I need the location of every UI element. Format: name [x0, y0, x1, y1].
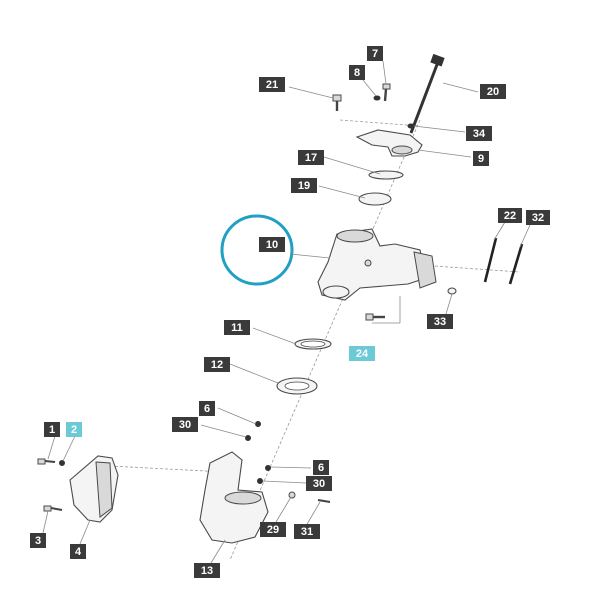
flange-axis [419, 264, 521, 273]
label-13: 13 [194, 563, 220, 578]
part-33-plug [447, 287, 457, 295]
label-4: 4 [70, 544, 86, 559]
label-10: 10 [259, 237, 285, 252]
part-30-pin-upper [245, 435, 251, 441]
part-7-bolt [382, 83, 391, 102]
label-9: 9 [473, 151, 489, 166]
svg-text:34: 34 [473, 128, 486, 140]
label-30-upper: 30 [172, 417, 198, 432]
part-2-washer [59, 460, 65, 466]
svg-text:31: 31 [301, 526, 313, 538]
label-6-upper: 6 [199, 401, 215, 416]
svg-text:12: 12 [211, 359, 223, 371]
label-24: 24 [349, 346, 375, 361]
svg-text:30: 30 [313, 478, 325, 490]
part-labels: 7 8 21 20 34 9 17 19 22 32 10 33 11 24 1… [30, 46, 550, 578]
svg-text:29: 29 [267, 524, 279, 536]
label-12: 12 [204, 357, 230, 372]
part-20-dipstick [409, 53, 445, 134]
svg-text:11: 11 [231, 322, 243, 334]
part-4-cover [69, 455, 119, 523]
svg-text:22: 22 [504, 210, 516, 222]
part-24-bolt [365, 313, 385, 321]
leader-lines [42, 60, 531, 564]
label-32: 32 [526, 210, 550, 225]
svg-text:6: 6 [318, 462, 324, 474]
part-29-nut [288, 491, 296, 499]
svg-text:17: 17 [305, 152, 317, 164]
label-2: 2 [66, 422, 82, 437]
svg-text:13: 13 [201, 565, 213, 577]
svg-text:7: 7 [372, 48, 378, 60]
part-32-gasket [508, 243, 524, 285]
svg-text:21: 21 [266, 79, 278, 91]
label-8: 8 [349, 65, 365, 80]
part-19-ring [358, 192, 392, 206]
label-29: 29 [260, 522, 286, 537]
part-1-screw [37, 458, 56, 465]
svg-text:4: 4 [75, 546, 82, 558]
part-21-bolt [332, 94, 342, 111]
cover-axis [109, 465, 226, 473]
label-19: 19 [291, 178, 317, 193]
svg-text:3: 3 [35, 535, 41, 547]
label-1: 1 [44, 422, 60, 437]
part-6-washer-upper [255, 421, 261, 427]
part-11-seal [294, 338, 332, 350]
part-10-housing [317, 228, 437, 301]
label-6-lower: 6 [313, 460, 329, 475]
svg-text:30: 30 [179, 419, 191, 431]
svg-text:2: 2 [71, 424, 77, 436]
label-33: 33 [427, 314, 453, 329]
part-6-washer-lower [265, 465, 271, 471]
svg-text:20: 20 [487, 86, 499, 98]
label-20: 20 [480, 84, 506, 99]
svg-text:8: 8 [354, 67, 360, 79]
label-34: 34 [466, 126, 492, 141]
bolt-axis [339, 119, 421, 127]
label-30-lower: 30 [306, 476, 332, 491]
part-10-highlight-ring [220, 214, 294, 286]
svg-text:33: 33 [434, 316, 446, 328]
svg-text:32: 32 [532, 212, 544, 224]
svg-text:9: 9 [478, 153, 484, 165]
label-3: 3 [30, 533, 46, 548]
part-13-lower-housing [199, 451, 269, 544]
svg-text:6: 6 [204, 403, 210, 415]
part-12-seal [276, 377, 318, 395]
part-8-washer [373, 95, 381, 101]
part-9-bracket [355, 129, 423, 157]
label-7: 7 [367, 46, 383, 61]
label-17: 17 [298, 150, 324, 165]
label-31: 31 [294, 524, 320, 539]
part-34-oring [407, 123, 415, 129]
part-3-screw [43, 505, 63, 512]
part-30-pin-lower [257, 478, 263, 484]
label-11: 11 [224, 320, 250, 335]
svg-text:10: 10 [266, 239, 278, 251]
part-22-gasket [483, 237, 498, 283]
svg-text:19: 19 [298, 180, 310, 192]
svg-text:24: 24 [356, 348, 369, 360]
svg-text:1: 1 [49, 424, 55, 436]
label-21: 21 [259, 77, 285, 92]
part-31-screw [317, 499, 331, 503]
label-22: 22 [498, 208, 522, 223]
